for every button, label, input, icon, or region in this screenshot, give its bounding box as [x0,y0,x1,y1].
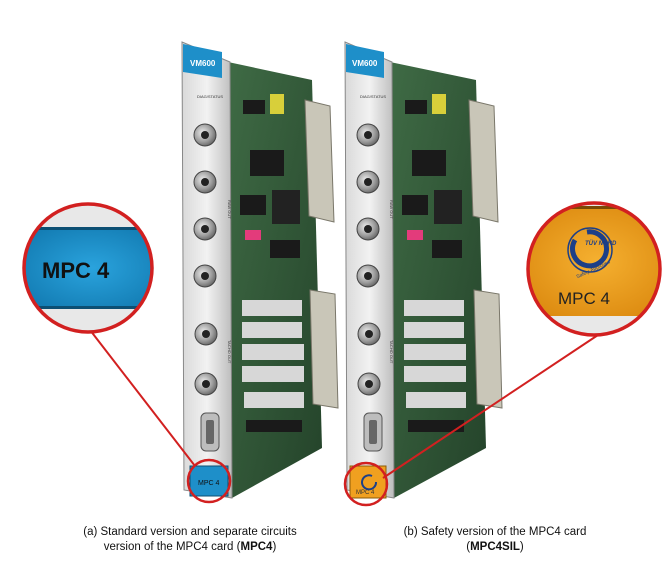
card-b: VM600 DIAG/STATUS RAW OUT TACHO OUT MPC … [344,41,503,499]
card-a-front-label [189,465,229,497]
callout-b-small-ring [343,461,389,507]
card-b-panel-label: DIAG/STATUS [360,94,386,99]
card-a-brand-label: VM600 [190,59,216,68]
product-figure: VM600 DIAG/STATUS RAW OUT TACHO OUT MPC … [22,41,662,507]
card-b-connector-top [468,99,499,223]
card-b-raw-out-label: RAW OUT [389,200,394,219]
card-b-front-label [349,465,387,499]
caption-b-model: MPC4SIL [470,541,520,553]
card-a-raw-out-label: RAW OUT [227,200,232,219]
card-a-front-label-text: MPC 4 [198,480,220,487]
caption-a-model: MPC4 [240,541,273,553]
callout-b-zoom-label [528,206,660,316]
tuv-nord-logo-text: TÜV NORD [585,240,617,247]
callout-a-small-ring [186,458,232,504]
card-a-brand-tag [183,44,222,78]
card-a-bnc-connectors [193,123,218,396]
card-b-front-logo-icon [361,474,378,491]
caption-a-line2: version of the MPC4 card (MPC4) [103,541,277,553]
card-a-panel-label: DIAG/STATUS [197,94,223,99]
callout-b: TÜV NORD Safety Approved MPC 4 [343,201,662,507]
callout-b-zoom-text: MPC 4 [558,289,610,308]
card-a-tacho-out-label: TACHO OUT [227,340,232,364]
card-b-connector-bottom [473,289,503,409]
caption-a-line1: (a) Standard version and separate circui… [83,526,297,538]
card-a: VM600 DIAG/STATUS RAW OUT TACHO OUT MPC … [181,41,339,499]
callout-b-ring [526,201,662,337]
tuv-nord-logo-icon [567,227,613,273]
callout-a: MPC 4 [22,202,232,504]
card-a-connector-top [304,99,335,223]
card-a-connector-bottom [309,289,339,409]
caption-b-line2: (MPC4SIL) [466,541,524,553]
card-b-components [402,94,466,432]
card-b-front-label-text: MPC 4 [356,490,375,496]
callout-a-ring [22,202,154,334]
card-b-brand-label: VM600 [352,59,378,68]
card-a-components [240,94,304,432]
caption-b: (b) Safety version of the MPC4 card (MPC… [350,525,640,555]
callout-a-zoom-text: MPC 4 [42,258,110,283]
card-b-bnc-connectors [356,123,381,396]
caption-a: (a) Standard version and separate circui… [40,525,340,555]
callout-a-line [89,329,196,467]
caption-b-line1: (b) Safety version of the MPC4 card [403,526,587,538]
callout-b-line [382,334,599,479]
callout-a-zoom-label [24,227,152,309]
card-b-tacho-out-label: TACHO OUT [389,340,394,364]
card-b-brand-tag [346,44,384,78]
